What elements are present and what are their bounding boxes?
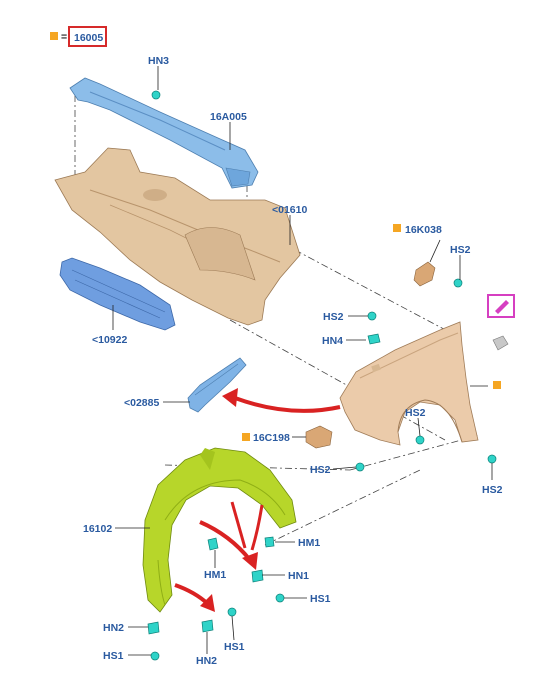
clip-hn1 — [251, 569, 264, 583]
fender-support-bracket — [187, 357, 247, 413]
label-hs1-bottom: HS1 — [224, 641, 245, 653]
label-hs2-fender-top: HS2 — [323, 311, 344, 323]
inner-body-panel — [54, 147, 301, 326]
label-hn2-right: HN2 — [196, 655, 217, 667]
label-hn3: HN3 — [148, 55, 169, 67]
orange-marker-16c198 — [242, 433, 250, 441]
clip-hn4 — [367, 333, 381, 345]
label-16c198: 16C198 — [253, 432, 290, 444]
fender-lower-bracket-16c198 — [305, 425, 333, 449]
clip-hs2-fender-side — [415, 435, 425, 445]
label-16102: 16102 — [83, 523, 112, 535]
label-16k038: 16K038 — [405, 224, 442, 236]
clip-hs2-upper-bracket — [453, 278, 463, 288]
clip-hs2-fender-rear — [487, 454, 497, 464]
label-hm1-right: HM1 — [298, 537, 320, 549]
label-10922: <10922 — [92, 334, 127, 346]
label-hs2-upper: HS2 — [450, 244, 471, 256]
part-labels: HN3 16A005 <01610 <10922 <02885 16K038 H… — [83, 55, 503, 667]
front-fender — [339, 321, 479, 446]
orange-marker-fender — [493, 381, 501, 389]
clip-hs1-right — [275, 593, 285, 603]
label-hn2-left: HN2 — [103, 622, 124, 634]
label-hs1-left: HS1 — [103, 650, 124, 662]
clip-hn3 — [151, 90, 161, 100]
label-hs2-rear: HS2 — [482, 484, 503, 496]
orange-marker-16k038 — [393, 224, 401, 232]
assembly-arrows — [174, 388, 341, 612]
label-hs1-right: HS1 — [310, 593, 331, 605]
label-01610: <01610 — [272, 204, 307, 216]
clip-hn2-left — [147, 621, 160, 635]
fasteners — [147, 90, 497, 661]
upper-rail-bracket — [69, 77, 259, 189]
pencil-tool-glyph — [495, 300, 509, 314]
lower-blue-bracket — [59, 257, 176, 331]
wheel-arch-liner — [142, 447, 297, 613]
clip-hs1-left — [150, 651, 160, 661]
label-hm1-left: HM1 — [204, 569, 226, 581]
leader-lines — [112, 66, 493, 656]
clip-hn2-right — [201, 619, 214, 633]
fender-upper-bracket-16k038 — [413, 261, 436, 287]
mounting-clip-icon — [492, 335, 509, 351]
legend-equals: = — [61, 31, 67, 43]
legend-code-box — [68, 26, 107, 47]
clip-hm1-left — [207, 537, 219, 551]
label-hn4: HN4 — [322, 335, 343, 347]
label-hn1: HN1 — [288, 570, 309, 582]
legend-code: 16005 — [74, 32, 103, 44]
label-hs2-fender-side: HS2 — [405, 407, 426, 419]
label-hs2-lower: HS2 — [310, 464, 331, 476]
clip-hs2-lower-bracket — [355, 462, 365, 472]
label-02885: <02885 — [124, 397, 159, 409]
clip-hs1-bottom — [227, 607, 237, 617]
clip-hs2-fender-top — [367, 311, 377, 321]
clip-hm1-right — [264, 536, 275, 548]
legend-marker-icon — [50, 32, 58, 40]
label-16a005: 16A005 — [210, 111, 247, 123]
